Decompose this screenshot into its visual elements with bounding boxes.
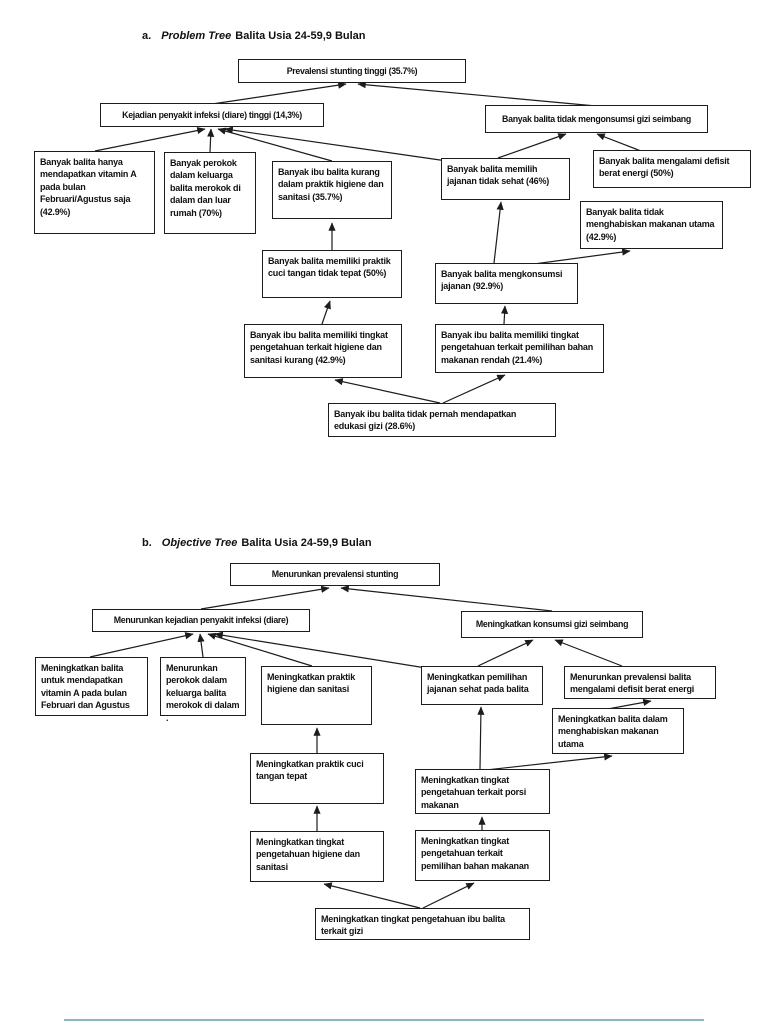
arrow [477, 639, 534, 667]
arrow [211, 81, 347, 105]
node-prevalensi-stunting: Prevalensi stunting tinggi (35.7%) [238, 59, 466, 83]
arrow [442, 374, 506, 404]
heading-title-rest: Balita Usia 24-59,9 Bulan [241, 537, 372, 549]
node-konsumsi-jajanan: Banyak balita mengkonsumsi jajanan (92.9… [435, 263, 578, 304]
node-menurunkan-defisit: Menurunkan prevalensi balita mengalami d… [564, 666, 716, 699]
arrow [89, 632, 194, 658]
node-defisit-energi: Banyak balita mengalami defisit berat en… [593, 150, 751, 188]
node-perokok: Banyak perokok dalam keluarga balita mer… [164, 152, 256, 234]
heading-title-rest: Balita Usia 24-59,9 Bulan [235, 30, 366, 42]
node-makanan-utama: Banyak balita tidak menghabiskan makanan… [580, 201, 723, 249]
arrow [596, 133, 642, 152]
node-jajanan-sehat: Meningkatkan pemilihan jajanan sehat pad… [421, 666, 543, 705]
node-porsi-makanan: Meningkatkan tingkat pengetahuan terkait… [415, 769, 550, 814]
node-tidak-gizi-seimbang: Banyak balita tidak mengonsumsi gizi sei… [485, 105, 708, 133]
arrow [224, 126, 448, 162]
arrow [321, 300, 331, 325]
node-kejadian-infeksi: Kejadian penyakit infeksi (diare) tinggi… [100, 103, 324, 127]
node-menurunkan-perokok: Menurunkan perokok dalam keluarga balita… [160, 657, 246, 723]
arrow [554, 639, 623, 667]
node-jajanan-tidak-sehat: Banyak balita memilih jajanan tidak seha… [441, 158, 570, 200]
node-meningkatkan-gizi-seimbang: Meningkatkan konsumsi gizi seimbang [461, 611, 643, 638]
arrow [500, 305, 509, 325]
arrow [493, 201, 504, 264]
node-vitamin-a: Banyak balita hanya mendapatkan vitamin … [34, 151, 155, 234]
node-cuci-tangan-tepat: Meningkatkan praktik cuci tangan tepat [250, 753, 384, 804]
node-meningkatkan-higiene: Meningkatkan praktik higiene dan sanitas… [261, 666, 372, 725]
node-pengetahuan-higiene-obj: Meningkatkan tingkat pengetahuan higiene… [250, 831, 384, 882]
arrow [357, 81, 597, 107]
heading-title-italic: Problem Tree [161, 30, 232, 42]
arrow [477, 706, 485, 770]
node-menurunkan-stunting: Menurunkan prevalensi stunting [230, 563, 440, 586]
node-meningkatkan-vitamin-a: Meningkatkan balita untuk mendapatkan vi… [35, 657, 148, 716]
node-pengetahuan-ibu-gizi: Meningkatkan tingkat pengetahuan ibu bal… [315, 908, 530, 940]
node-cuci-tangan: Banyak balita memiliki praktik cuci tang… [262, 250, 402, 298]
heading-title-italic: Objective Tree [161, 537, 238, 549]
arrow [497, 133, 567, 159]
page-edge-line [64, 1019, 704, 1021]
node-pengetahuan-pemilihan: Meningkatkan tingkat pengetahuan terkait… [415, 830, 550, 881]
arrow [340, 585, 553, 612]
node-menghabiskan-makanan: Meningkatkan balita dalam menghabiskan m… [552, 708, 684, 754]
arrow [207, 128, 215, 153]
heading-index: b. [142, 537, 152, 549]
node-kurang-higiene: Banyak ibu balita kurang dalam praktik h… [272, 161, 392, 219]
arrow [323, 882, 421, 909]
arrow [214, 631, 427, 669]
arrow [200, 585, 330, 610]
node-menurunkan-infeksi: Menurunkan kejadian penyakit infeksi (di… [92, 609, 310, 632]
heading-index: a. [142, 30, 152, 42]
node-edukasi-gizi: Banyak ibu balita tidak pernah mendapatk… [328, 403, 556, 437]
arrow [94, 126, 206, 152]
arrow [197, 633, 205, 658]
arrow [422, 882, 475, 909]
node-pengetahuan-makanan: Banyak ibu balita memiliki tingkat penge… [435, 324, 604, 373]
arrow [334, 378, 441, 404]
node-pengetahuan-higiene: Banyak ibu balita memiliki tingkat penge… [244, 324, 402, 378]
